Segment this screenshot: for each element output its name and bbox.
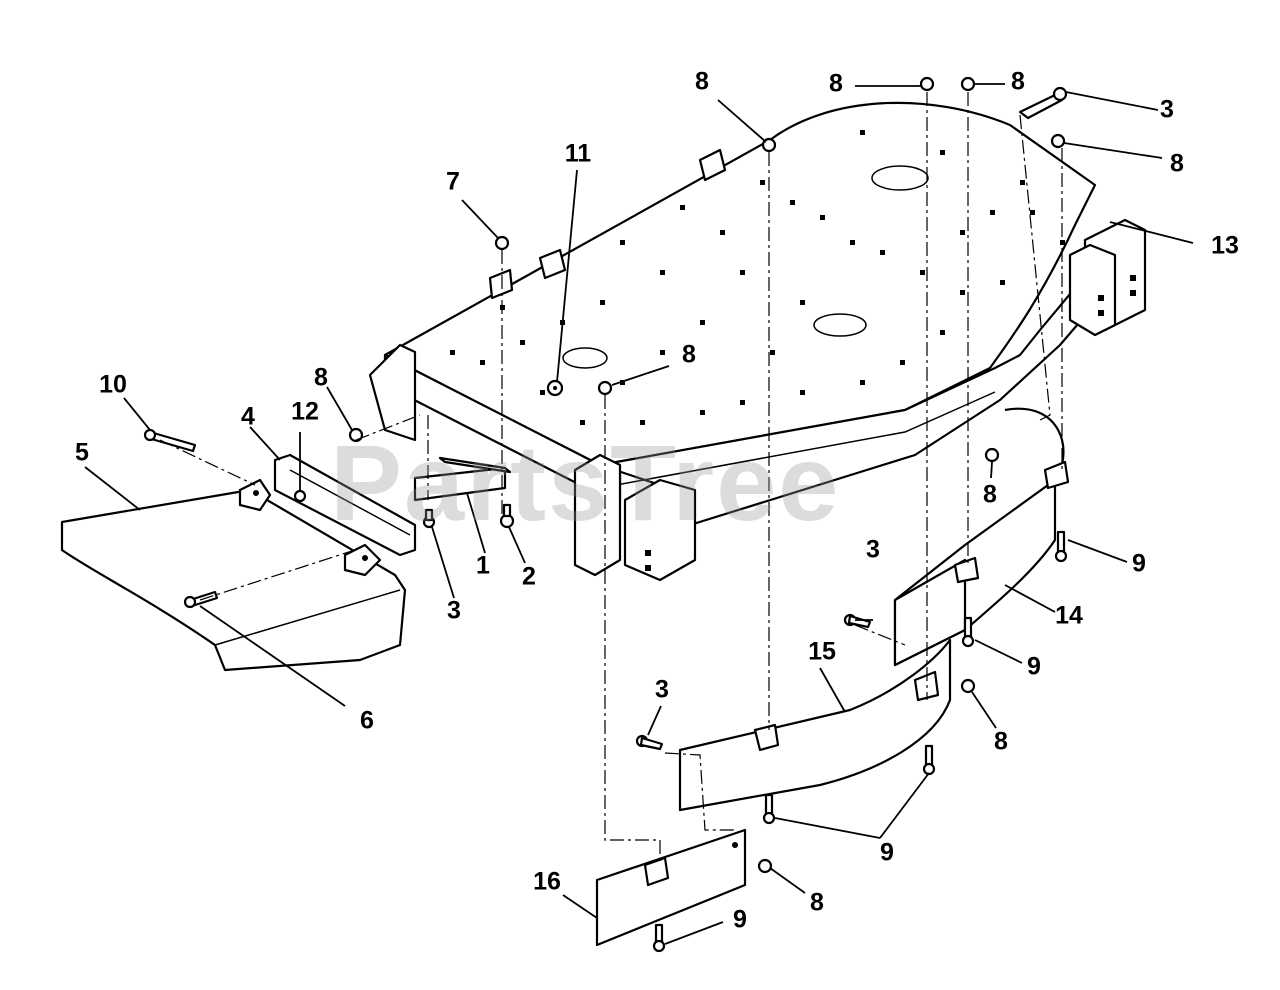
baffle-plate [413, 456, 512, 502]
callout-9: 9 [1027, 652, 1041, 681]
callout-8: 8 [1170, 149, 1184, 178]
callout-9: 9 [880, 838, 894, 867]
callout-9: 9 [733, 905, 747, 934]
callout-8: 8 [810, 888, 824, 917]
callout-11: 11 [564, 139, 592, 168]
callout-8: 8 [983, 480, 997, 509]
callout-13: 13 [1211, 231, 1239, 260]
callout-8: 8 [695, 67, 709, 96]
callout-5: 5 [75, 438, 89, 467]
callout-8: 8 [829, 69, 843, 98]
callout-6: 6 [360, 706, 374, 735]
callout-10: 10 [99, 370, 127, 399]
fasteners [143, 76, 1068, 953]
callout-7: 7 [446, 167, 460, 196]
mower-deck [368, 101, 1147, 582]
lower-shield [595, 828, 747, 947]
callout-3: 3 [866, 535, 880, 564]
callout-3: 3 [447, 596, 461, 625]
callout-3: 3 [655, 675, 669, 704]
belt-guard-shields [678, 407, 1070, 812]
callout-9: 9 [1132, 549, 1146, 578]
callout-3: 3 [1160, 95, 1174, 124]
callout-1: 1 [476, 551, 490, 580]
callout-8: 8 [1011, 67, 1025, 96]
callout-16: 16 [533, 867, 561, 896]
callout-8: 8 [314, 363, 328, 392]
callout-8: 8 [682, 340, 696, 369]
callout-8: 8 [994, 727, 1008, 756]
mounting-rail [273, 453, 417, 557]
assembly-lines [159, 92, 1063, 865]
callout-15: 15 [808, 637, 836, 666]
discharge-chute [60, 478, 407, 672]
leader-lines [84, 83, 1194, 945]
callout-14: 14 [1055, 601, 1083, 630]
callout-2: 2 [522, 562, 536, 591]
callout-4: 4 [241, 402, 255, 431]
callout-12: 12 [291, 397, 319, 426]
